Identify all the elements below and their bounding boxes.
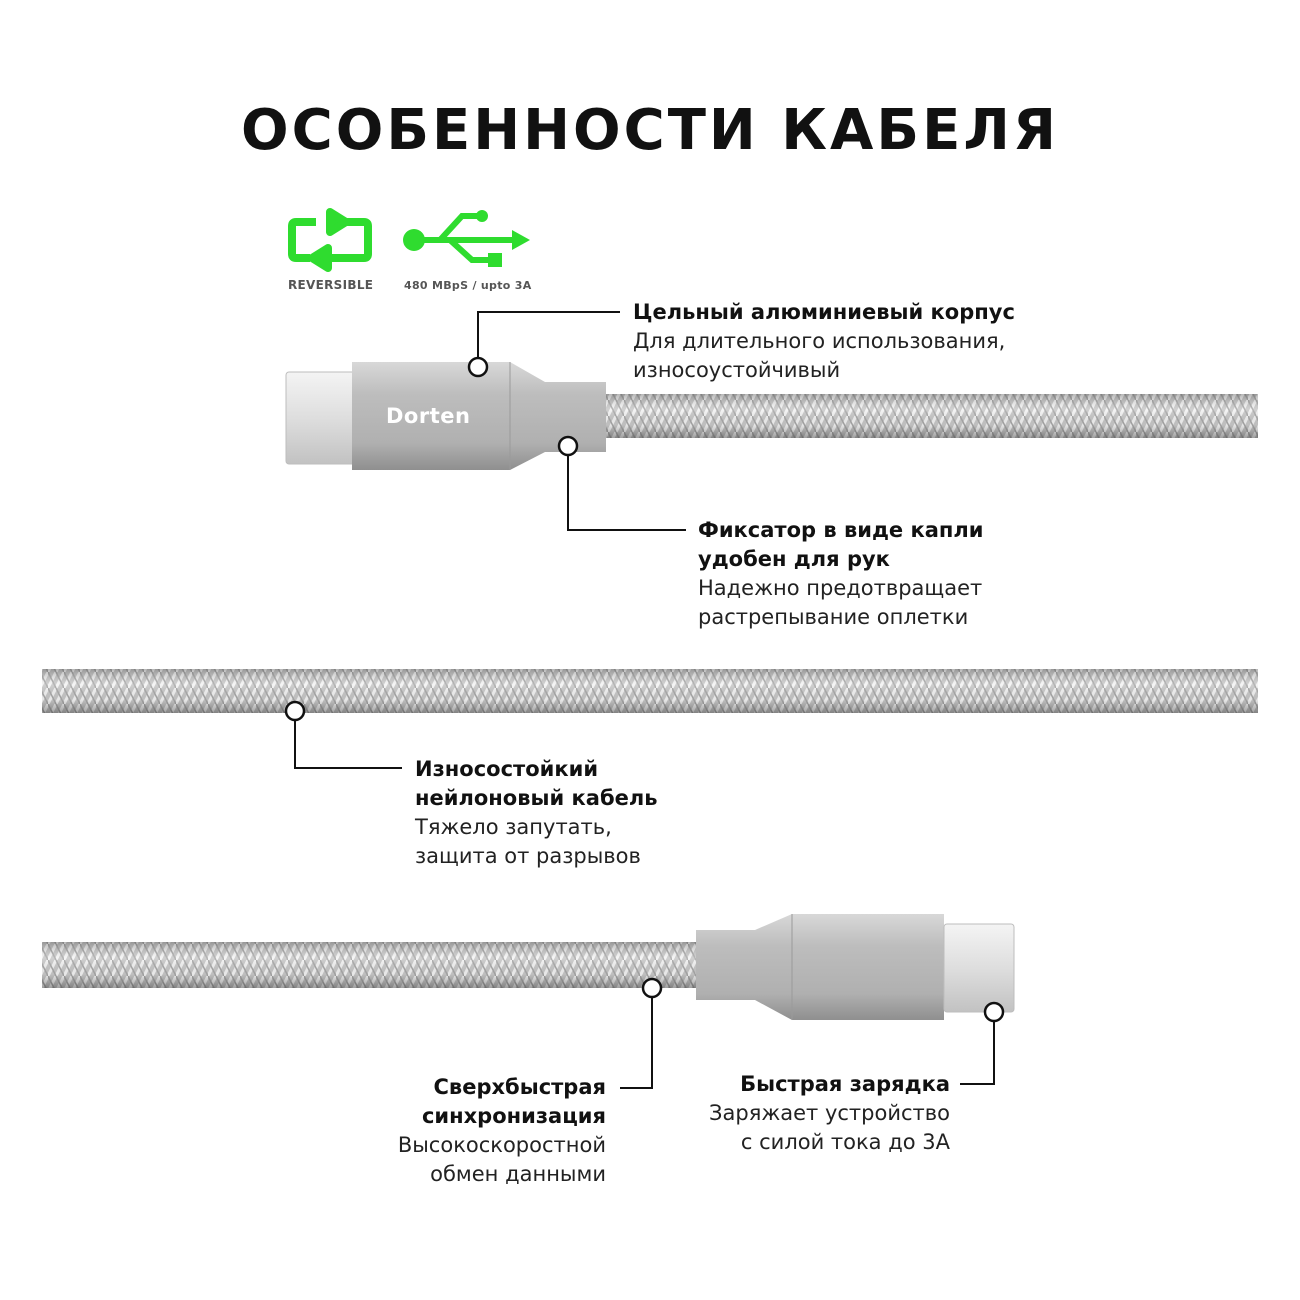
marker-grip	[557, 435, 579, 457]
feature-nylon: Износостойкий нейлоновый кабель Тяжело з…	[415, 755, 658, 871]
feature-grip-line: Надежно предотвращает	[698, 576, 983, 600]
feature-body: Цельный алюминиевый корпус Для длительно…	[633, 298, 1015, 385]
feature-charge-line: Заряжает устройство	[709, 1101, 950, 1125]
reversible-caption: REVERSIBLE	[288, 278, 374, 292]
feature-grip-line: растрепывание оплетки	[698, 605, 969, 629]
feature-charge-line: с силой тока до 3А	[740, 1130, 950, 1154]
top-cable	[600, 394, 1258, 438]
marker-body	[467, 356, 489, 378]
feature-grip-title: удобен для рук	[698, 547, 890, 571]
marker-sync	[641, 977, 663, 999]
top-connector	[285, 362, 606, 470]
feature-grip-title: Фиксатор в виде капли	[698, 518, 984, 542]
feature-nylon-title: Износостойкий	[415, 757, 599, 781]
feature-charge-title: Быстрая зарядка	[740, 1072, 950, 1096]
marker-charge	[983, 1001, 1005, 1023]
feature-body-line: износоустойчивый	[633, 358, 841, 382]
feature-charge: Быстрая зарядка Заряжает устройство с си…	[709, 1070, 950, 1157]
marker-nylon	[284, 700, 306, 722]
middle-cable	[42, 669, 1258, 713]
feature-nylon-line: защита от разрывов	[415, 844, 641, 868]
feature-sync-title: Сверхбыстрая	[433, 1075, 606, 1099]
bottom-cable	[42, 942, 702, 988]
usb-icon	[403, 210, 530, 267]
feature-grip: Фиксатор в виде капли удобен для рук Над…	[698, 516, 984, 632]
reversible-arrows-icon	[288, 208, 372, 272]
feature-sync-line: обмен данными	[430, 1162, 606, 1186]
usb-caption: 480 MBpS / upto 3A	[404, 279, 532, 292]
page-title: ОСОБЕННОСТИ КАБЕЛЯ	[241, 98, 1059, 163]
feature-nylon-title: нейлоновый кабель	[415, 786, 658, 810]
feature-sync-line: Высокоскоростной	[397, 1133, 606, 1157]
callout-markers	[284, 356, 1005, 1023]
bottom-connector	[696, 914, 1015, 1020]
feature-nylon-line: Тяжело запутать,	[415, 815, 612, 839]
feature-sync-title: синхронизация	[421, 1104, 606, 1128]
feature-body-line: Для длительного использования,	[633, 329, 1006, 353]
feature-body-title: Цельный алюминиевый корпус	[633, 300, 1015, 324]
feature-sync: Сверхбыстрая синхронизация Высокоскорост…	[398, 1073, 606, 1189]
callout-lines	[294, 311, 995, 1089]
brand-logo: Dorten	[386, 404, 471, 428]
